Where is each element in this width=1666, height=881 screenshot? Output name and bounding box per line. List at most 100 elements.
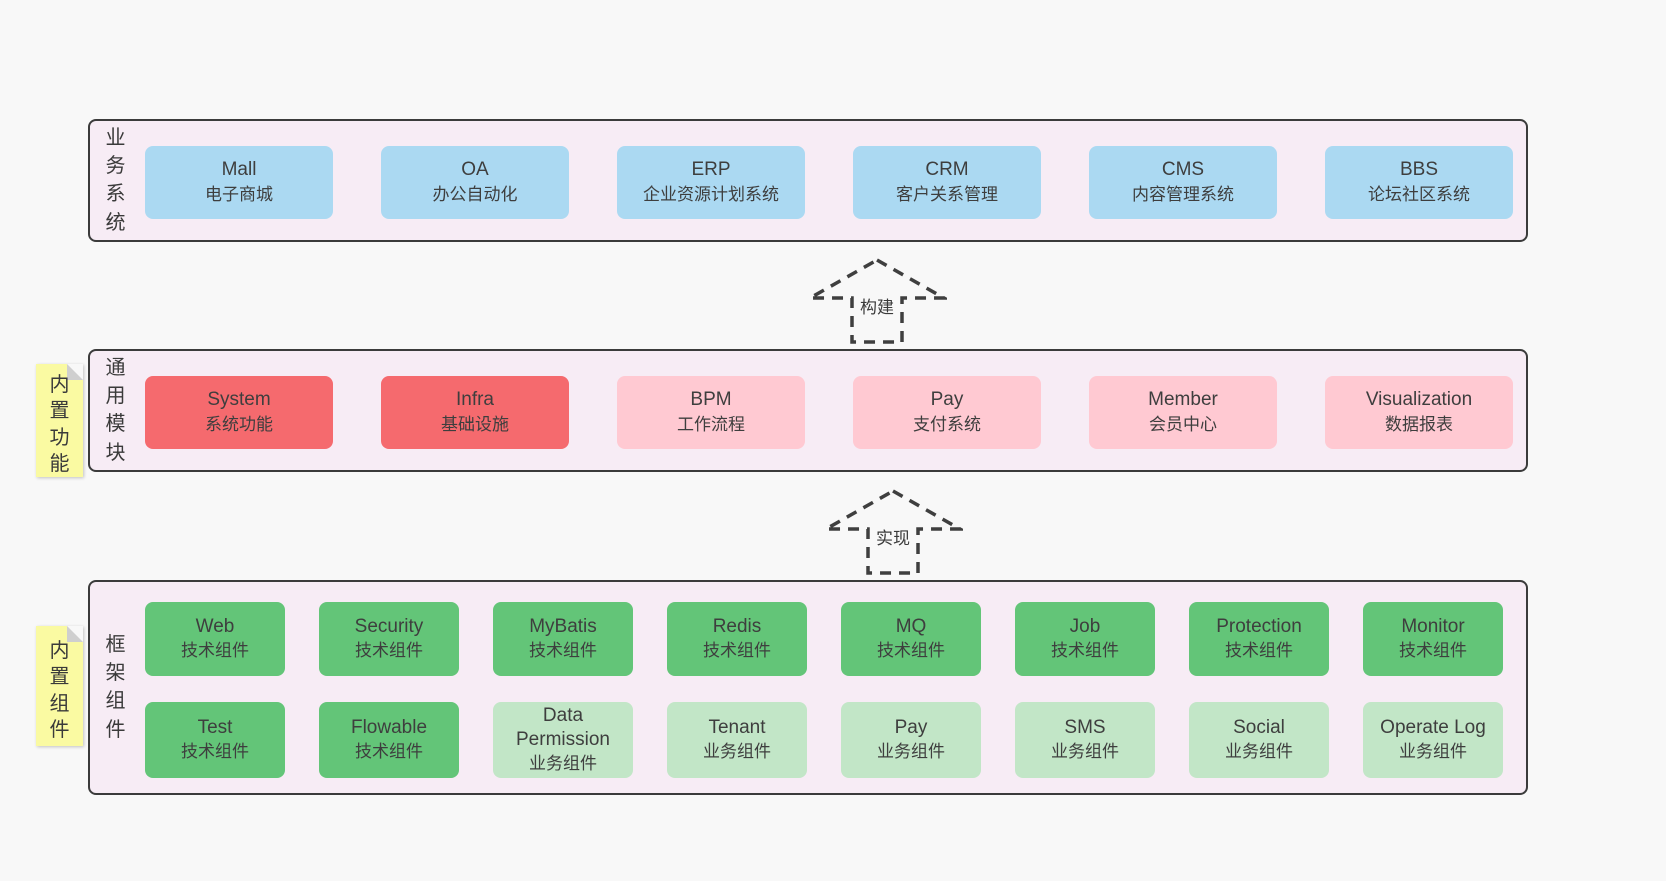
module-title: Mall: [221, 159, 257, 181]
module-title: MQ: [895, 615, 927, 637]
module-title: Redis: [712, 615, 762, 637]
up-arrow-build: 构建: [807, 257, 947, 345]
module-subtitle: 论坛社区系统: [1368, 184, 1470, 204]
module-title: Test: [197, 716, 233, 738]
module-title: Member: [1148, 389, 1218, 411]
module-subtitle: 技术组件: [877, 641, 945, 661]
sticky-built-in-components: 内置组件: [36, 626, 83, 746]
module-title: SMS: [1064, 716, 1106, 738]
module-subtitle: 内容管理系统: [1132, 184, 1234, 204]
module-title: Job: [1069, 615, 1101, 637]
band-label-framework-components: 框架组件: [105, 633, 126, 741]
module-box-tenant: Tenant 业务组件: [667, 702, 807, 778]
module-box-redis: Redis 技术组件: [667, 602, 807, 676]
module-box-crm: CRM 客户关系管理: [853, 146, 1041, 219]
module-box-flowable: Flowable 技术组件: [319, 702, 459, 778]
module-subtitle: 会员中心: [1149, 414, 1217, 434]
module-box-mybatis: MyBatis 技术组件: [493, 602, 633, 676]
module-title: Web: [195, 615, 235, 637]
module-subtitle: 工作流程: [677, 414, 745, 434]
module-subtitle: 基础设施: [441, 414, 509, 434]
module-box-social: Social 业务组件: [1189, 702, 1329, 778]
module-subtitle: 业务组件: [877, 742, 945, 762]
module-subtitle: 业务组件: [1225, 742, 1293, 762]
module-subtitle: 技术组件: [355, 641, 423, 661]
module-subtitle: 电子商城: [205, 184, 273, 204]
module-subtitle: 技术组件: [181, 641, 249, 661]
module-subtitle: 办公自动化: [432, 184, 518, 204]
module-subtitle: 技术组件: [529, 641, 597, 661]
module-box-sms: SMS 业务组件: [1015, 702, 1155, 778]
module-title: Visualization: [1365, 389, 1473, 411]
module-box-cms: CMS 内容管理系统: [1089, 146, 1277, 219]
sticky-fold-corner: [67, 626, 83, 642]
module-title: Protection: [1216, 615, 1302, 637]
module-title: System: [207, 389, 271, 411]
dashed-up-arrow-icon: [823, 488, 963, 575]
module-title: Data Permission: [516, 705, 610, 750]
module-subtitle: 技术组件: [1051, 641, 1119, 661]
sticky-label: 内置组件: [49, 640, 70, 742]
module-title: Operate Log: [1380, 716, 1486, 738]
module-box-monitor: Monitor 技术组件: [1363, 602, 1503, 676]
arrow-label-build: 构建: [857, 293, 897, 318]
module-box-erp: ERP 企业资源计划系统: [617, 146, 805, 219]
module-box-job: Job 技术组件: [1015, 602, 1155, 676]
sticky-built-in-features: 内置功能: [36, 364, 83, 477]
module-subtitle: 技术组件: [1399, 641, 1467, 661]
module-title: Social: [1233, 716, 1285, 738]
arrow-label-implement: 实现: [873, 524, 913, 549]
module-subtitle: 客户关系管理: [896, 184, 998, 204]
module-title: MyBatis: [529, 615, 597, 637]
module-subtitle: 技术组件: [1225, 641, 1293, 661]
module-title: Pay: [930, 389, 964, 411]
module-subtitle: 数据报表: [1385, 414, 1453, 434]
module-box-mall: Mall 电子商城: [145, 146, 333, 219]
module-title: Infra: [455, 389, 495, 411]
module-title: ERP: [691, 159, 731, 181]
module-box-security: Security 技术组件: [319, 602, 459, 676]
module-box-pay: Pay 业务组件: [841, 702, 981, 778]
module-subtitle: 系统功能: [205, 414, 273, 434]
up-arrow-implement: 实现: [823, 488, 963, 576]
module-subtitle: 技术组件: [703, 641, 771, 661]
module-box-infra: Infra 基础设施: [381, 376, 569, 449]
module-title: Flowable: [350, 716, 428, 738]
module-box-web: Web 技术组件: [145, 602, 285, 676]
module-title: CMS: [1161, 159, 1205, 181]
band-label-business-systems: 业务系统: [105, 126, 126, 234]
common-modules-boxes: System 系统功能 Infra 基础设施 BPM 工作流程 Pay 支付系统 Member 会…: [145, 376, 1513, 449]
module-title: OA: [461, 159, 489, 181]
module-subtitle: 支付系统: [913, 414, 981, 434]
business-systems-boxes: Mall 电子商城 OA 办公自动化 ERP 企业资源计划系统 CRM 客户关系管理 CMS 内容…: [145, 146, 1513, 219]
sticky-label: 内置功能: [49, 374, 70, 476]
module-title: CRM: [925, 159, 969, 181]
module-box-member: Member 会员中心: [1089, 376, 1277, 449]
module-subtitle: 业务组件: [1051, 742, 1119, 762]
module-subtitle: 技术组件: [181, 742, 249, 762]
band-business-systems: 业务系统 Mall 电子商城 OA 办公自动化 ERP 企业资源计划系统 CRM 客户关系管理…: [88, 119, 1528, 242]
module-subtitle: 企业资源计划系统: [643, 184, 779, 204]
module-box-bpm: BPM 工作流程: [617, 376, 805, 449]
module-subtitle: 业务组件: [703, 742, 771, 762]
dashed-up-arrow-icon: [807, 257, 947, 344]
module-box-visualization: Visualization 数据报表: [1325, 376, 1513, 449]
sticky-fold-corner: [67, 364, 83, 380]
module-title: Monitor: [1401, 615, 1465, 637]
module-title: BPM: [690, 389, 732, 411]
module-box-mq: MQ 技术组件: [841, 602, 981, 676]
module-subtitle: 技术组件: [355, 742, 423, 762]
module-box-oa: OA 办公自动化: [381, 146, 569, 219]
module-title: Security: [354, 615, 424, 637]
module-title: Pay: [894, 716, 928, 738]
module-title: Tenant: [708, 716, 766, 738]
module-box-system: System 系统功能: [145, 376, 333, 449]
